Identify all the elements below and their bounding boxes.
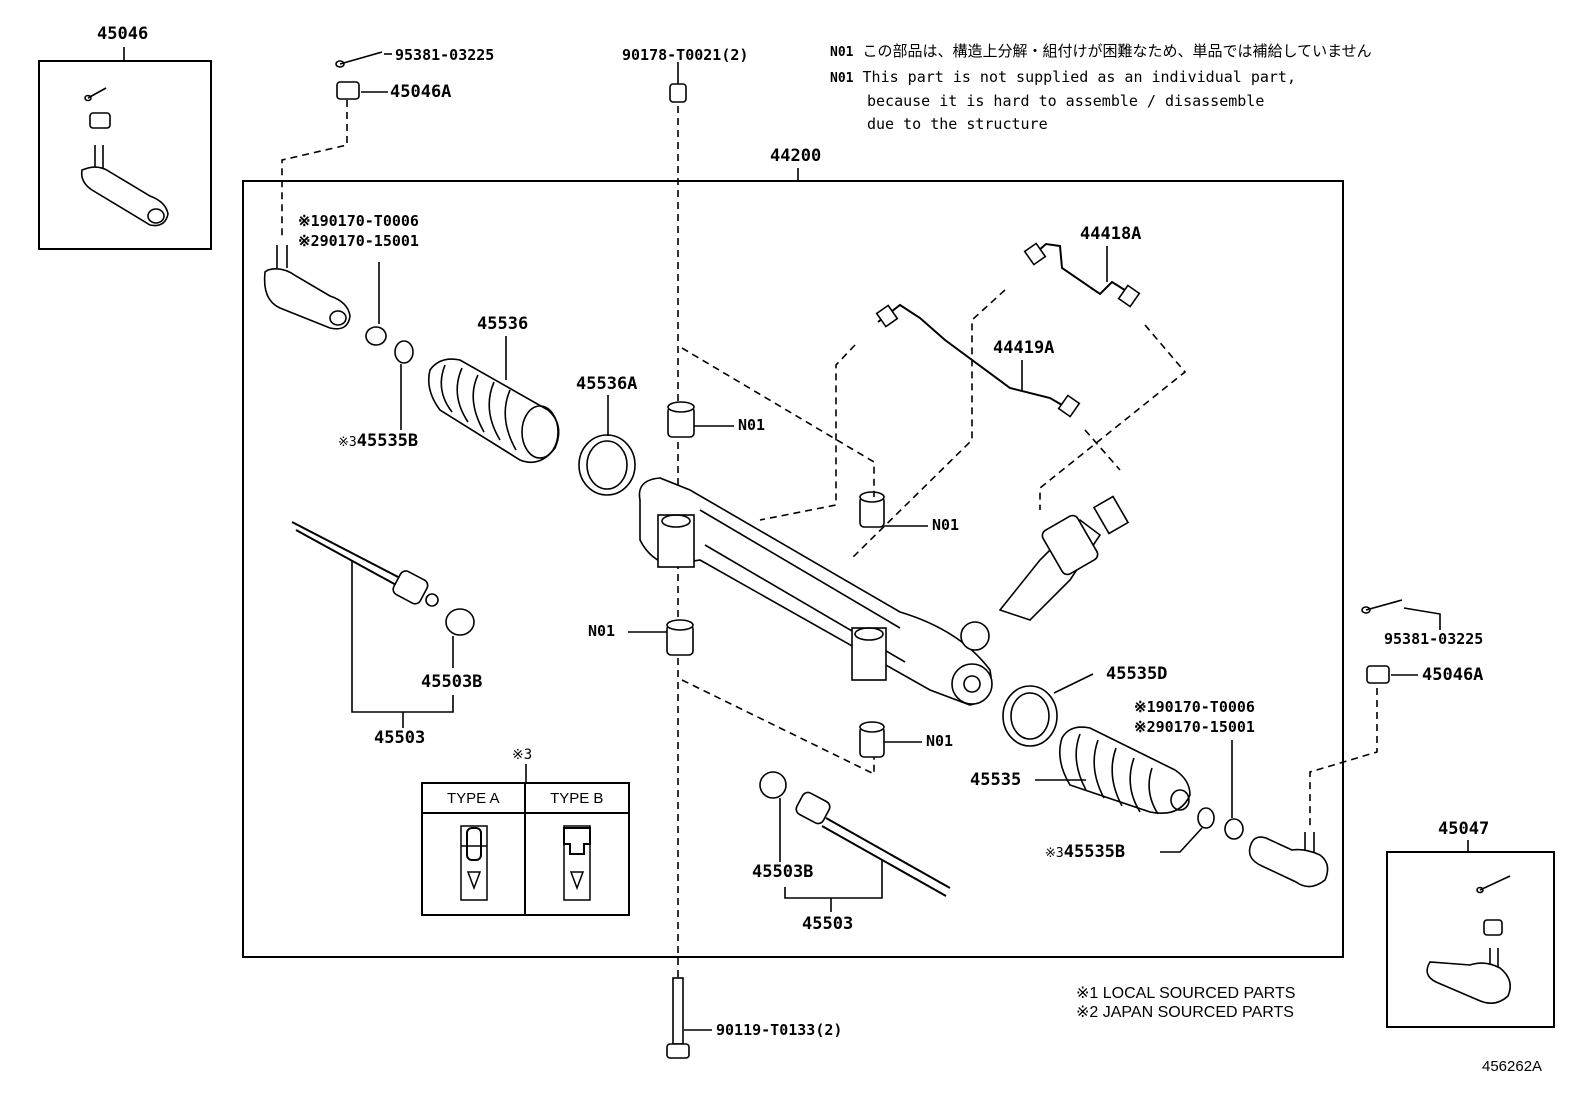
boot-45536: [427, 358, 560, 464]
washer-45503B-left: [445, 608, 475, 636]
label-45535D[interactable]: 45535D: [1106, 664, 1168, 684]
cotter-pin-left: [335, 51, 392, 68]
label-n01-c[interactable]: N01: [588, 622, 616, 640]
nut-45046A-right: [1366, 665, 1390, 684]
inset-box-45046: [38, 60, 212, 250]
label-45503B-left[interactable]: 45503B: [421, 672, 483, 692]
label-45536A[interactable]: 45536A: [576, 374, 638, 394]
footnote-japan: ※2 JAPAN SOURCED PARTS: [1076, 1004, 1294, 1021]
bolt-head-90178: [669, 83, 687, 103]
leader-45535D: [1053, 673, 1094, 694]
label-n01-a[interactable]: N01: [738, 416, 766, 434]
diagram-id-code: 456262A: [1482, 1058, 1543, 1075]
type-a-column: TYPE A: [423, 784, 526, 914]
label-45046A-right[interactable]: 45046A: [1422, 665, 1484, 685]
cotter-pin-right: [1361, 599, 1441, 630]
dash-guide-left-end: [281, 100, 348, 240]
label-45535B-right-text: 45535B: [1063, 842, 1126, 862]
rack-housing: [638, 477, 993, 706]
tube-44419A: [877, 303, 1063, 406]
label-45503-right[interactable]: 45503: [802, 914, 854, 934]
assembly-frame-44200: [242, 180, 1344, 958]
pinion-valve: [998, 495, 1130, 621]
inner-tie-rod-left: [291, 521, 439, 607]
mark3-right: ※3: [1045, 846, 1064, 861]
dash-guide-right-end: [1309, 688, 1378, 826]
tube-44418A: [1029, 242, 1129, 296]
note-english-line-1: This part is not supplied as an individu…: [862, 68, 1296, 86]
label-n01-b[interactable]: N01: [932, 516, 960, 534]
bushing-n01-d: [859, 721, 885, 758]
label-45535B-left-text: 45535B: [356, 431, 419, 451]
type-table: TYPE A TYPE B: [421, 782, 630, 916]
label-95381-left[interactable]: 95381-03225: [395, 46, 495, 64]
label-45046[interactable]: 45046: [97, 24, 149, 44]
type-a-header: TYPE A: [423, 784, 524, 814]
note-english-line-2: because it is hard to assemble / disasse…: [867, 92, 1265, 110]
label-45535[interactable]: 45535: [970, 770, 1022, 790]
label-44200[interactable]: 44200: [770, 146, 822, 166]
label-45046A-left[interactable]: 45046A: [390, 82, 452, 102]
label-45503-left[interactable]: 45503: [374, 728, 426, 748]
inset-45047-parts: [1426, 875, 1511, 1004]
lock-nut-right: [1224, 818, 1244, 840]
type-table-marker: ※3: [512, 747, 533, 763]
note-n01-japanese: N01 この部品は、構造上分解・組付けが困難なため、単品では補給していません: [830, 40, 1372, 64]
label-90119[interactable]: 90119-T0133(2): [716, 1021, 843, 1039]
inset-box-45047: [1386, 851, 1555, 1028]
boot-45535: [1059, 726, 1191, 815]
note-n01-english: N01 This part is not supplied as an indi…: [830, 66, 1296, 136]
mark3-left: ※3: [338, 435, 357, 450]
label-alt-left-2[interactable]: ※290170-15001: [298, 232, 419, 250]
type-b-header: TYPE B: [525, 784, 628, 814]
tie-rod-end-right: [1248, 832, 1329, 888]
label-95381-right[interactable]: 95381-03225: [1384, 630, 1484, 648]
footnote-local: ※1 LOCAL SOURCED PARTS: [1076, 985, 1296, 1002]
tie-rod-end-left: [263, 245, 351, 330]
bushing-n01-a: [667, 401, 695, 438]
label-44418A[interactable]: 44418A: [1080, 224, 1142, 244]
lock-nut-left: [365, 326, 387, 346]
bolt-90119: [666, 977, 690, 1059]
label-alt-right-2[interactable]: ※290170-15001: [1134, 718, 1255, 736]
label-45535B-left[interactable]: ※345535B: [338, 433, 418, 450]
note-english-line-3: due to the structure: [867, 115, 1048, 133]
type-b-clip-icon: [562, 825, 591, 901]
bushing-n01-b: [859, 491, 885, 528]
label-44419A[interactable]: 44419A: [993, 338, 1055, 358]
nut-45046A-left: [336, 81, 360, 100]
label-45535B-right[interactable]: ※345535B: [1045, 844, 1125, 861]
label-45503B-right[interactable]: 45503B: [752, 862, 814, 882]
clip-45535B-right: [1197, 807, 1215, 829]
label-45536[interactable]: 45536: [477, 314, 529, 334]
inset-45046-parts: [80, 87, 169, 227]
bracket-45503-right: [784, 860, 883, 899]
bushing-n01-c: [666, 619, 694, 656]
type-b-column: TYPE B: [525, 784, 628, 914]
clamp-45536A: [578, 434, 636, 496]
label-alt-right-1[interactable]: ※190170-T0006: [1134, 698, 1255, 716]
label-90178[interactable]: 90178-T0021(2): [622, 46, 749, 64]
label-n01-d[interactable]: N01: [926, 732, 954, 750]
label-alt-left-1[interactable]: ※190170-T0006: [298, 212, 419, 230]
leader-45535B-right: [1160, 827, 1203, 853]
note-japanese-text: この部品は、構造上分解・組付けが困難なため、単品では補給していません: [862, 42, 1372, 60]
type-a-clip-icon: [460, 825, 488, 901]
note-code: N01: [830, 71, 854, 86]
label-45047[interactable]: 45047: [1438, 819, 1490, 839]
clip-45535B-left: [394, 340, 414, 364]
inner-tie-rod-right: [759, 771, 951, 897]
note-code: N01: [830, 45, 854, 60]
